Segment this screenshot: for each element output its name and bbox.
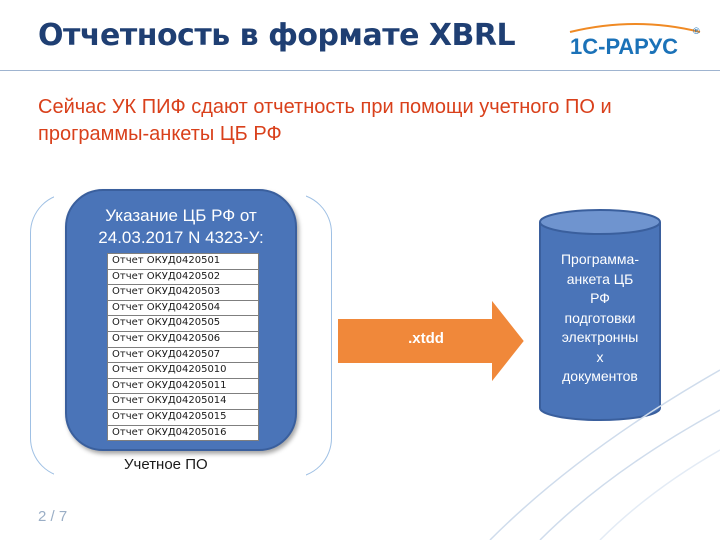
cylinder-line: документов bbox=[562, 368, 638, 384]
report-row: Отчет ОКУД04205015 bbox=[108, 410, 258, 426]
xtdd-arrow bbox=[336, 296, 527, 386]
report-row: Отчет ОКУД04205016 bbox=[112, 426, 227, 438]
page-number: 2 / 7 bbox=[38, 508, 68, 525]
cylinder-line: х bbox=[596, 348, 604, 365]
report-row: Отчет ОКУД04205010 bbox=[108, 363, 258, 379]
company-logo: 1С-РАРУС ® bbox=[569, 23, 701, 59]
report-row: Отчет ОКУД04205011 bbox=[108, 379, 258, 395]
report-row: Отчет ОКУД04205014 bbox=[108, 394, 258, 410]
cylinder-line: Программа- bbox=[560, 251, 639, 267]
cb-program-cylinder bbox=[539, 209, 661, 421]
cylinder-line: подготовки bbox=[564, 309, 636, 326]
panel-title: Указание ЦБ РФ от 24.03.2017 N 4323-У: bbox=[98, 206, 264, 247]
arrow-label: .xtdd bbox=[408, 330, 444, 347]
cb-directive-panel: Указание ЦБ РФ от 24.03.2017 N 4323-У: О… bbox=[65, 189, 297, 451]
cylinder-label: Программа- анкета ЦБ РФ подготовки элект… bbox=[541, 250, 659, 387]
cylinder-line: РФ bbox=[590, 290, 610, 306]
title-divider bbox=[0, 70, 720, 71]
cylinder-top bbox=[539, 209, 661, 235]
report-row: Отчет ОКУД0420501 bbox=[108, 254, 258, 270]
report-row: Отчет ОКУД0420507 bbox=[108, 348, 258, 364]
report-row: Отчет ОКУД0420503 bbox=[108, 285, 258, 301]
cylinder-line: анкета ЦБ bbox=[566, 270, 634, 287]
slide-title: Отчетность в формате XBRL bbox=[38, 18, 516, 53]
logo-mark: ® bbox=[693, 26, 700, 36]
arrow-shape bbox=[336, 296, 527, 386]
report-row: Отчет ОКУД0420505 bbox=[108, 316, 258, 332]
accounting-software-label: Учетное ПО bbox=[124, 456, 208, 473]
report-row: Отчет ОКУД0420504 bbox=[108, 301, 258, 317]
report-row: Отчет ОКУД0420506 bbox=[108, 332, 258, 348]
decorative-corner-lines bbox=[489, 369, 720, 540]
cylinder-body bbox=[539, 222, 661, 421]
cylinder-line: электронны bbox=[561, 329, 639, 345]
logo-text: 1С-РАРУС bbox=[570, 34, 678, 59]
slide-subtitle: Сейчас УК ПИФ сдают отчетность при помощ… bbox=[38, 96, 612, 145]
reports-table: Отчет ОКУД0420501 Отчет ОКУД0420502 Отче… bbox=[107, 253, 259, 442]
report-row: Отчет ОКУД0420502 bbox=[108, 270, 258, 286]
